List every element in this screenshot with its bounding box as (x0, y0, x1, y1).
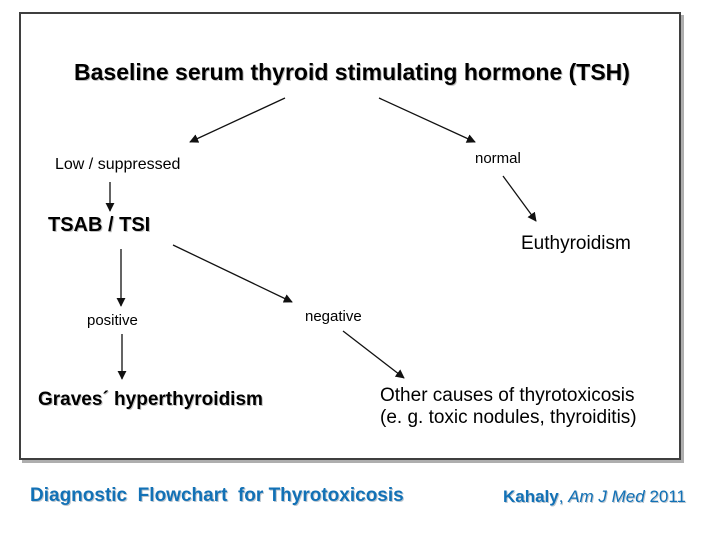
citation-author: Kahaly (502, 487, 559, 506)
citation-separator: , (558, 487, 569, 506)
citation-year: 2011 (644, 487, 686, 506)
node-euthyroidism: Euthyroidism (521, 233, 631, 254)
node-other-causes: Other causes of thyrotoxicosis (e. g. to… (380, 385, 637, 429)
footer-caption: Diagnostic Flowchart for Thyrotoxicosis (30, 485, 404, 506)
node-graves-hyperthyroidism: Graves´ hyperthyroidism (38, 389, 263, 410)
citation-journal: Am J Med (568, 487, 645, 506)
footer-citation: Kahaly, Am J Med 2011 (503, 487, 686, 507)
node-other-causes-line1: Other causes of thyrotoxicosis (380, 385, 635, 406)
node-tsab-tsi: TSAB / TSI (48, 214, 151, 236)
node-other-causes-line2: (e. g. toxic nodules, thyroiditis) (380, 407, 637, 428)
slide-title: Baseline serum thyroid stimulating hormo… (74, 59, 630, 85)
node-normal: normal (475, 150, 521, 167)
flowchart-frame (19, 12, 681, 460)
node-low-suppressed: Low / suppressed (55, 156, 181, 173)
node-negative: negative (305, 308, 362, 325)
node-positive: positive (87, 312, 138, 329)
